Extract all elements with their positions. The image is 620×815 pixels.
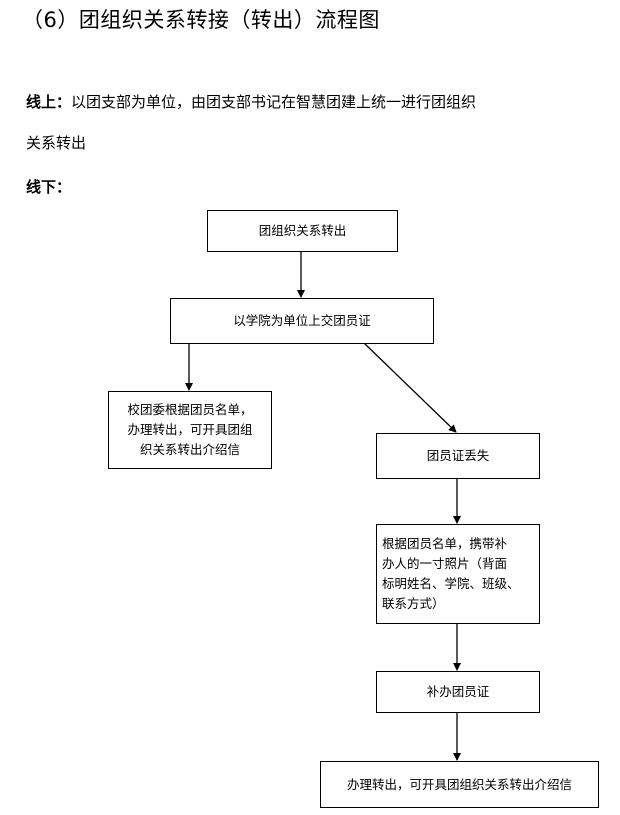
online-text-line2: 关系转出 <box>26 134 87 152</box>
online-label: 线上： <box>26 93 72 111</box>
node-materials-line3: 标明姓名、学院、班级、 <box>382 576 520 591</box>
node-start: 团组织关系转出 <box>207 210 398 252</box>
node-reissue-text: 补办团员证 <box>426 684 490 699</box>
node-lost-text: 团员证丢失 <box>426 448 490 463</box>
node-final: 办理转出，可开具团组织关系转出介绍信 <box>320 761 599 808</box>
node-transfer-line1: 校团委根据团员名单， <box>127 402 253 417</box>
node-lost: 团员证丢失 <box>376 433 540 479</box>
node-start-text: 团组织关系转出 <box>258 223 347 238</box>
node-final-text: 办理转出，可开具团组织关系转出介绍信 <box>346 776 572 792</box>
node-transfer: 校团委根据团员名单， 办理转出，可开具团组 织关系转出介绍信 <box>108 391 272 469</box>
node-materials-line4: 联系方式） <box>382 596 445 611</box>
online-text-line1: 以团支部为单位，由团支部书记在智慧团建上统一进行团组织 <box>71 93 477 111</box>
node-materials-line2: 办人的一寸照片（背面 <box>382 556 508 571</box>
node-submit: 以学院为单位上交团员证 <box>170 298 434 344</box>
node-materials: 根据团员名单，携带补 办人的一寸照片（背面 标明姓名、学院、班级、 联系方式） <box>376 524 540 624</box>
arrow-submit-to-lost <box>363 342 457 433</box>
offline-label: 线下： <box>26 178 72 196</box>
node-submit-text: 以学院为单位上交团员证 <box>233 313 371 328</box>
page-title: （6）团组织关系转接（转出）流程图 <box>22 8 380 32</box>
online-paragraph: 线上：以团支部为单位，由团支部书记在智慧团建上统一进行团组织 <box>26 91 476 112</box>
node-materials-line1: 根据团员名单，携带补 <box>382 536 508 551</box>
node-transfer-line3: 织关系转出介绍信 <box>139 442 240 457</box>
node-reissue: 补办团员证 <box>376 671 540 713</box>
node-transfer-line2: 办理转出，可开具团组 <box>127 422 253 437</box>
